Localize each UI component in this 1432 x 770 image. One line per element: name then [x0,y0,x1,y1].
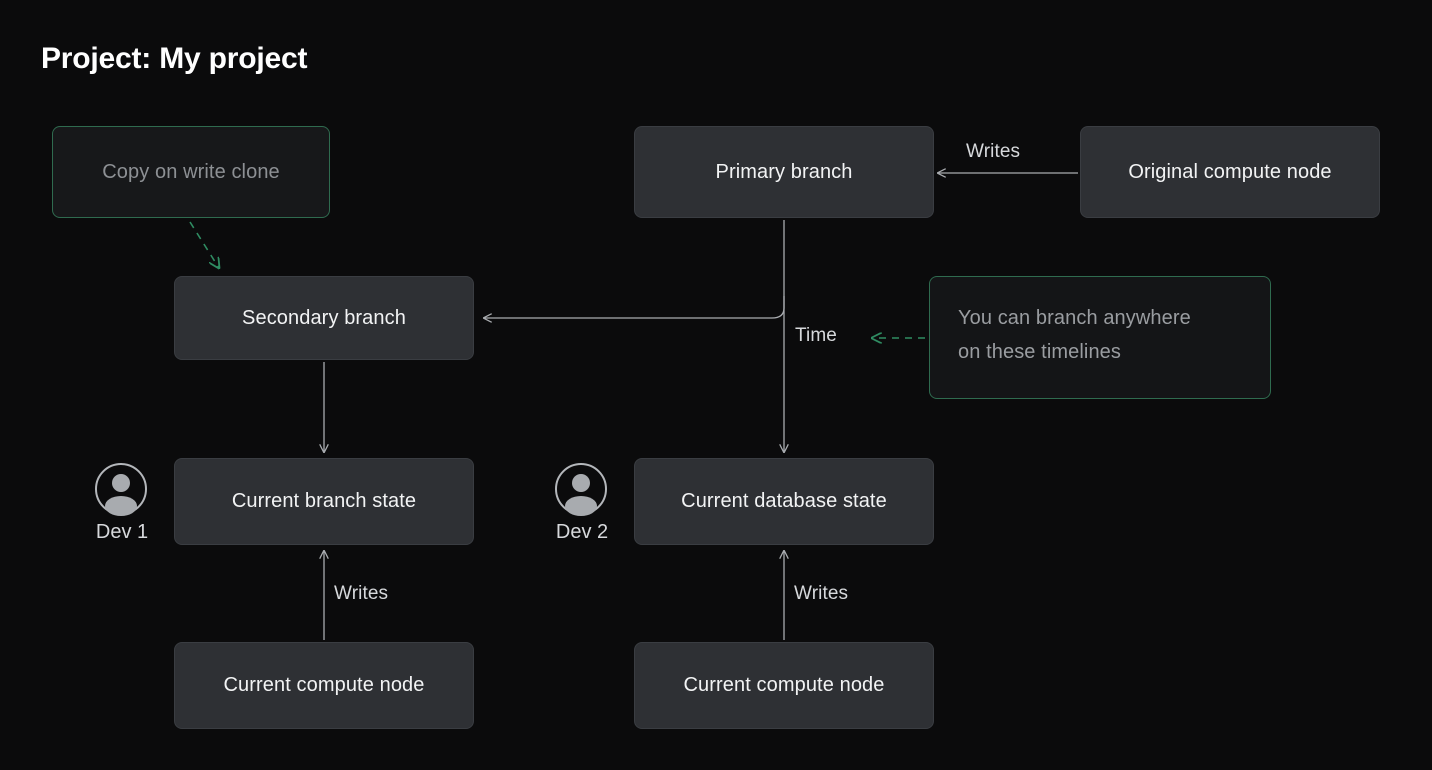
page-title: Project: My project [41,42,308,75]
node-label: Current compute node [683,674,885,696]
user-avatar-icon [555,463,607,516]
node-label: Current database state [681,490,887,512]
avatar-caption-dev-2: Dev 2 [555,521,609,543]
node-label: Copy on write clone [102,160,280,183]
node-label: Primary branch [715,160,853,183]
node-label: Current branch state [231,490,417,512]
node-primary-branch[interactable]: Primary branch [634,126,934,218]
node-original-compute-node[interactable]: Original compute node [1080,126,1380,218]
edge-clone-to-secondary-branch [189,221,219,268]
edge-label-writes-top: Writes [966,141,1021,162]
node-label: Original compute node [1128,160,1332,183]
callout-line-1: You can branch anywhere [958,307,1191,329]
node-secondary-branch[interactable]: Secondary branch [174,276,474,360]
edge-label-time: Time [795,325,837,346]
callout-branch-anywhere: You can branch anywhere on these timelin… [929,276,1271,399]
callout-line-2: on these timelines [958,341,1122,363]
avatar-caption-dev-1: Dev 1 [95,521,149,543]
edge-label-writes-left: Writes [334,583,389,604]
node-current-compute-node-left[interactable]: Current compute node [174,642,474,729]
node-current-database-state[interactable]: Current database state [634,458,934,545]
node-label: Current compute node [223,674,425,696]
edge-timeline-to-secondary-branch [484,296,785,318]
node-current-compute-node-right[interactable]: Current compute node [634,642,934,729]
node-label: Secondary branch [242,306,406,329]
node-copy-on-write-clone[interactable]: Copy on write clone [52,126,330,218]
user-avatar-icon [95,463,147,516]
node-current-branch-state[interactable]: Current branch state [174,458,474,545]
edge-label-writes-right: Writes [794,583,849,604]
